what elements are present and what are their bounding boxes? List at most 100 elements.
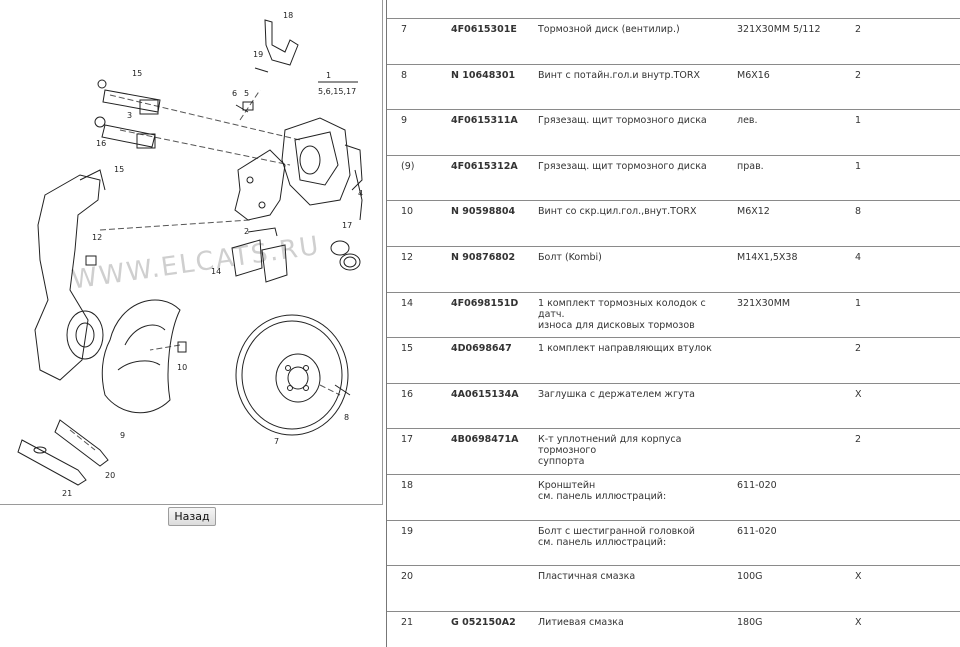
row-part-number: 4F0698151D [451,297,519,309]
steering-knuckle [34,169,106,381]
row-quantity: X [855,571,862,583]
back-button[interactable]: Назад [168,507,216,526]
row-note: M6X12 [737,206,770,218]
svg-text:1: 1 [326,71,331,80]
row-note: 611-020 [737,525,777,537]
row-description: 1 комплект направляющих втулок [538,343,712,355]
caliper-carrier [234,149,286,221]
watermark: WWW.ELCATS.RU [70,231,323,296]
table-row[interactable]: 8 N 10648301 Винт с потайн.гол.и внутр.TOR… [387,63,960,111]
row-position: 15 [401,343,414,355]
row-part-number: 4D0698647 [451,343,512,355]
row-part-number: N 90598804 [451,206,516,218]
row-description: Кронштейн см. панель иллюстраций: [538,480,667,502]
row-description: Заглушка с держателем жгута [538,388,695,400]
wear-sensor [354,169,363,221]
svg-text:9: 9 [120,431,125,440]
svg-text:6: 6 [232,89,237,98]
svg-text:14: 14 [211,267,221,276]
row-quantity: 2 [855,343,862,355]
table-row[interactable]: 19 Болт с шестигранной головкой см. панел… [387,519,960,567]
row-part-number: N 10648301 [451,69,516,81]
svg-text:3: 3 [127,111,132,120]
row-position: 8 [401,69,408,81]
diagram-callouts: 18 1 5,6,15,17 19 15 3 16 15 6 5 4 17 2 … [62,11,363,498]
dust-shield [101,299,181,414]
svg-text:18: 18 [283,11,293,20]
svg-text:16: 16 [96,139,106,148]
row-part-number: 4A0615134A [451,388,519,400]
row-description: Литиевая смазка [538,616,624,628]
row-description: Винт со скр.цил.гол.,внут.TORX [538,206,697,218]
row-part-number: N 90876802 [451,252,516,263]
row-quantity: 2 [855,434,862,446]
row-description: Пластичная смазка [538,571,636,583]
svg-text:5,6,15,17: 5,6,15,17 [318,87,356,96]
row-description: Болт с шестигранной головкой см. панель … [538,525,695,548]
svg-text:21: 21 [62,489,72,498]
row-note: 321X30MM [737,297,791,309]
svg-text:10: 10 [177,363,187,372]
row-note: M14X1,5X38 [737,252,798,263]
svg-text:15: 15 [132,69,142,78]
guide-bushings [94,79,161,149]
table-row[interactable]: 15 4D0698647 1 комплект направляющих втуло… [387,337,960,384]
row-description: Болт (Kombi) [538,252,602,263]
row-position: 19 [401,525,414,537]
grease-tubes [17,419,109,486]
row-position: 21 [401,616,414,628]
row-part-number: 4F0615312A [451,160,518,172]
seal-kit [330,240,361,271]
svg-text:19: 19 [253,50,263,59]
row-part-number: 4F0615311A [451,115,518,127]
table-row[interactable]: 17 4B0698471A К-т уплотнений для корпуса т… [387,428,960,475]
row-note: M6X16 [737,69,770,81]
row-position: 16 [401,388,414,400]
row-position: 14 [401,297,414,309]
brake-disc [235,314,349,436]
row-note: лев. [737,115,758,127]
table-row[interactable]: 14 4F0698151D 1 комплект тормозных колодок… [387,291,960,339]
row-position: 12 [401,252,414,263]
svg-text:5: 5 [244,89,249,98]
row-note: 321X30MM 5/112 [737,24,821,35]
row-position: 7 [401,24,408,35]
row-position: (9) [401,160,415,172]
row-description: Винт с потайн.гол.и внутр.TORX [538,69,700,81]
row-part-number: 4B0698471A [451,434,519,446]
small-bolts [85,67,351,396]
bracket-18 [264,19,299,66]
row-quantity: 1 [855,160,862,172]
row-part-number: G 052150A2 [451,616,516,628]
row-quantity: X [855,616,862,628]
row-position: 20 [401,571,414,583]
row-position: 17 [401,434,414,446]
table-row[interactable]: 20 Пластичная смазка 100G X [387,565,960,612]
svg-text:12: 12 [92,233,102,242]
row-description: Грязезащ. щит тормозного диска [538,160,707,172]
row-description: 1 комплект тормозных колодок с датч. изн… [538,297,706,331]
row-quantity: 1 [855,297,862,309]
svg-text:15: 15 [114,165,124,174]
row-quantity: 2 [855,69,862,81]
row-quantity: 2 [855,24,862,35]
row-note: 611-020 [737,480,777,491]
table-row[interactable]: 16 4A0615134A Заглушка с держателем жгута X [387,382,960,430]
brake-caliper [281,117,363,206]
brake-assembly-diagram: WWW.ELCATS.RU [17,11,363,498]
row-quantity: X [855,388,862,400]
brake-pads [231,227,288,283]
row-part-number: 4F0615301E [451,24,517,35]
row-description: Тормозной диск (вентилир.) [538,24,680,35]
row-quantity: 8 [855,206,862,218]
table-row[interactable]: (9) 4F0615312A Грязезащ. щит тормозного ди… [387,154,960,202]
row-note: 100G [737,571,763,583]
row-description: К-т уплотнений для корпуса тормозного су… [538,434,682,468]
svg-text:20: 20 [105,471,115,480]
table-row[interactable]: 7 4F0615301E Тормозной диск (вентилир.) 321… [387,18,960,65]
